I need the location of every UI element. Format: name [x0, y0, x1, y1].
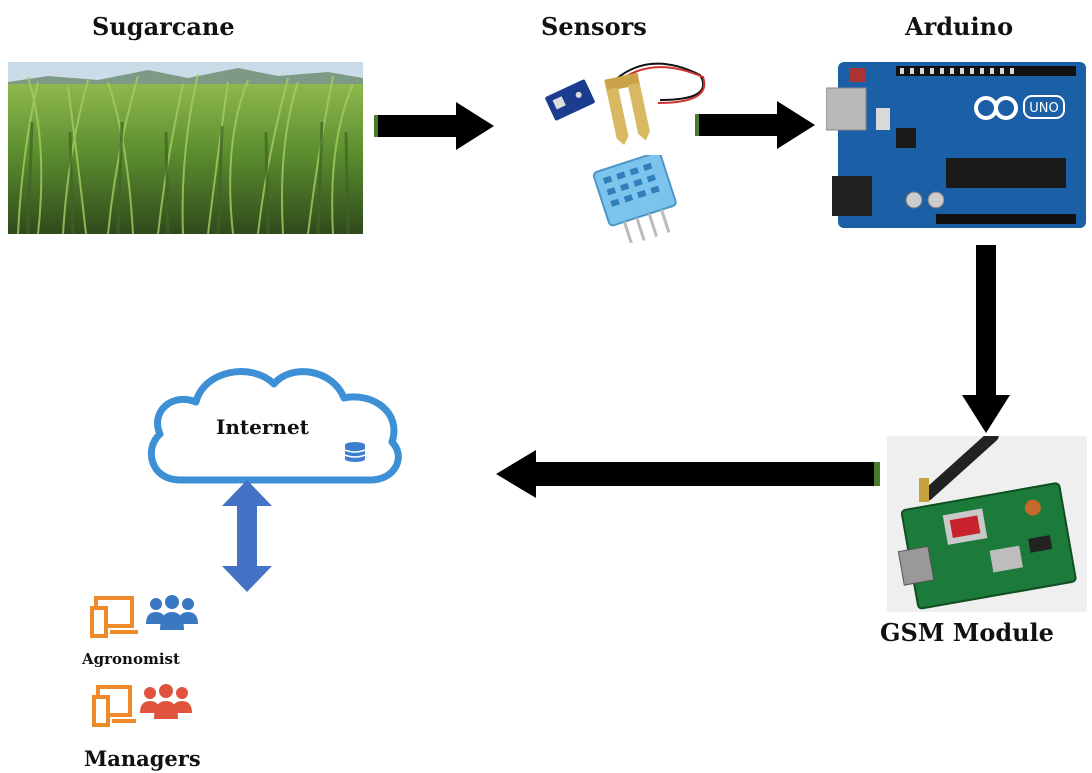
database-icon	[344, 442, 366, 462]
dht11-sensor-image	[592, 155, 677, 243]
sensors-title: Sensors	[541, 12, 647, 41]
sugarcane-title: Sugarcane	[92, 12, 235, 41]
bidirectional-arrow-icon	[222, 480, 272, 592]
gsm-title: GSM Module	[880, 618, 1054, 647]
gsm-module-image	[887, 436, 1087, 612]
sugarcane-field-image	[8, 62, 363, 234]
arrow-sugarcane-to-sensors	[374, 102, 494, 150]
agronomist-label: Agronomist	[82, 650, 180, 668]
arrow-sensors-to-arduino	[695, 101, 815, 149]
internet-label: Internet	[216, 415, 309, 439]
soil-moisture-sensor-image	[545, 62, 706, 145]
arrow-gsm-to-internet	[496, 450, 880, 498]
managers-label: Managers	[84, 746, 201, 771]
uno-badge: UNO	[1029, 101, 1058, 116]
arduino-title: Arduino	[905, 12, 1014, 41]
arrow-arduino-to-gsm	[962, 245, 1010, 433]
arduino-uno-board-image: UNO	[826, 62, 1086, 228]
cloud-icon	[147, 368, 402, 484]
agronomist-devices-icon	[90, 595, 198, 638]
managers-devices-icon	[92, 684, 192, 727]
